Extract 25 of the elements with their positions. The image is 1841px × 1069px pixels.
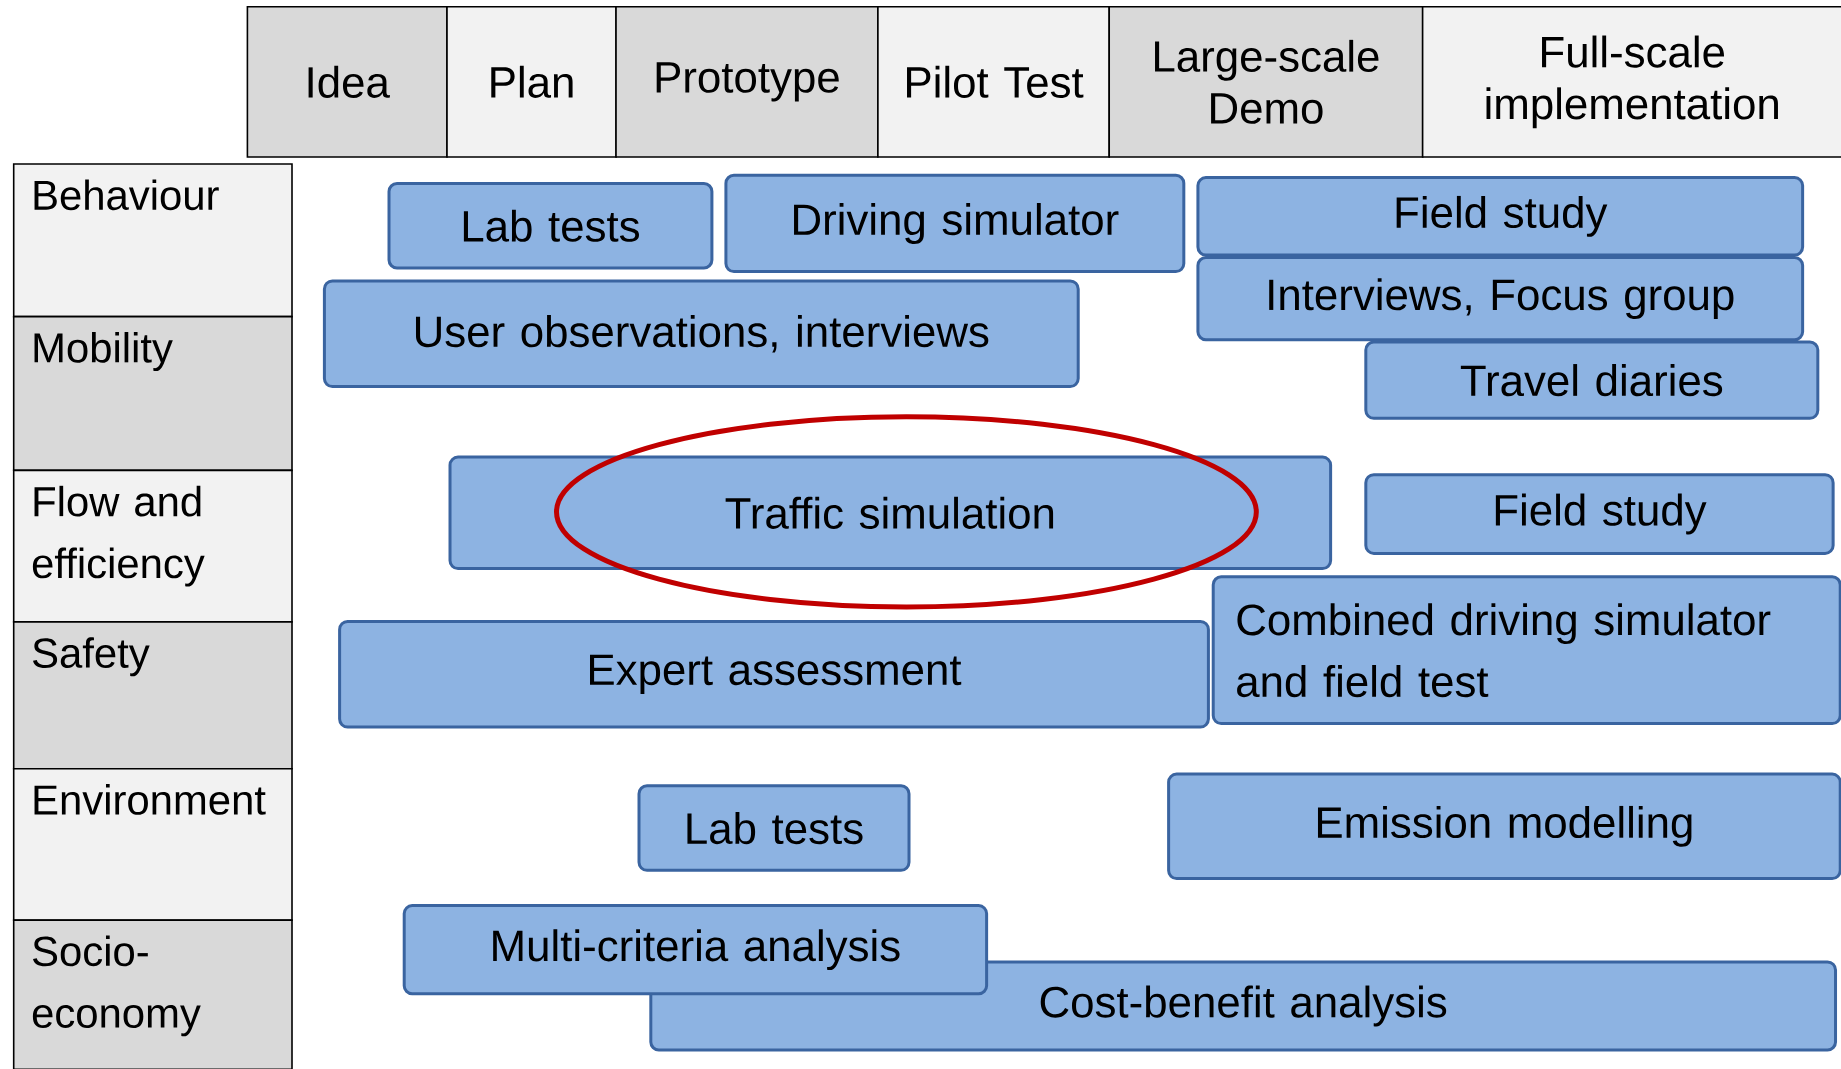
column-header: Idea — [246, 5, 448, 158]
row-header: Environment — [12, 767, 293, 921]
column-header: Plan — [446, 5, 617, 158]
row-header: Socio-economy — [12, 919, 293, 1069]
method-box: Combined driving simulator and field test — [1211, 575, 1841, 726]
method-box: Traffic simulation — [448, 455, 1333, 571]
row-header: Behaviour — [12, 163, 293, 318]
row-header: Safety — [12, 621, 293, 770]
column-header: Full-scale implementation — [1421, 5, 1841, 158]
method-box: Field study — [1364, 473, 1835, 555]
method-box: Lab tests — [637, 784, 911, 872]
method-box: Travel diaries — [1364, 340, 1820, 420]
row-header: Flow and efficiency — [12, 469, 293, 623]
method-box: Lab tests — [387, 182, 714, 270]
column-header: Prototype — [615, 5, 879, 158]
method-box: Field study — [1196, 176, 1805, 257]
row-header: Mobility — [12, 315, 293, 472]
column-header: Large-scale Demo — [1108, 5, 1424, 158]
method-box: Expert assessment — [338, 619, 1210, 729]
method-box: Emission modelling — [1167, 772, 1841, 881]
method-box: Multi-criteria analysis — [402, 904, 989, 996]
method-box: User observations, interviews — [322, 279, 1080, 389]
column-header: Pilot Test — [877, 5, 1110, 158]
method-box: Driving simulator — [724, 173, 1186, 274]
method-box: Interviews, Focus group — [1196, 256, 1805, 342]
